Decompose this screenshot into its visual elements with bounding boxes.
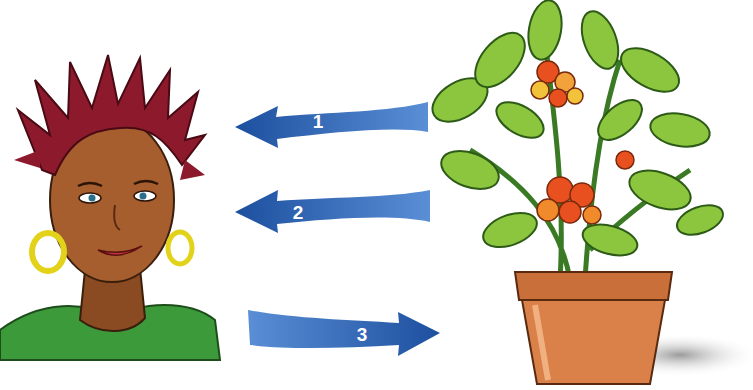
flow-arrow xyxy=(248,310,440,356)
woman-figure xyxy=(0,55,220,360)
callout-number: 1 xyxy=(313,112,324,131)
callout-number: 3 xyxy=(357,325,368,344)
flow-arrow xyxy=(235,102,428,148)
callout-number: 2 xyxy=(293,203,304,222)
flow-arrow xyxy=(235,190,430,233)
tomato-plant xyxy=(425,0,753,384)
